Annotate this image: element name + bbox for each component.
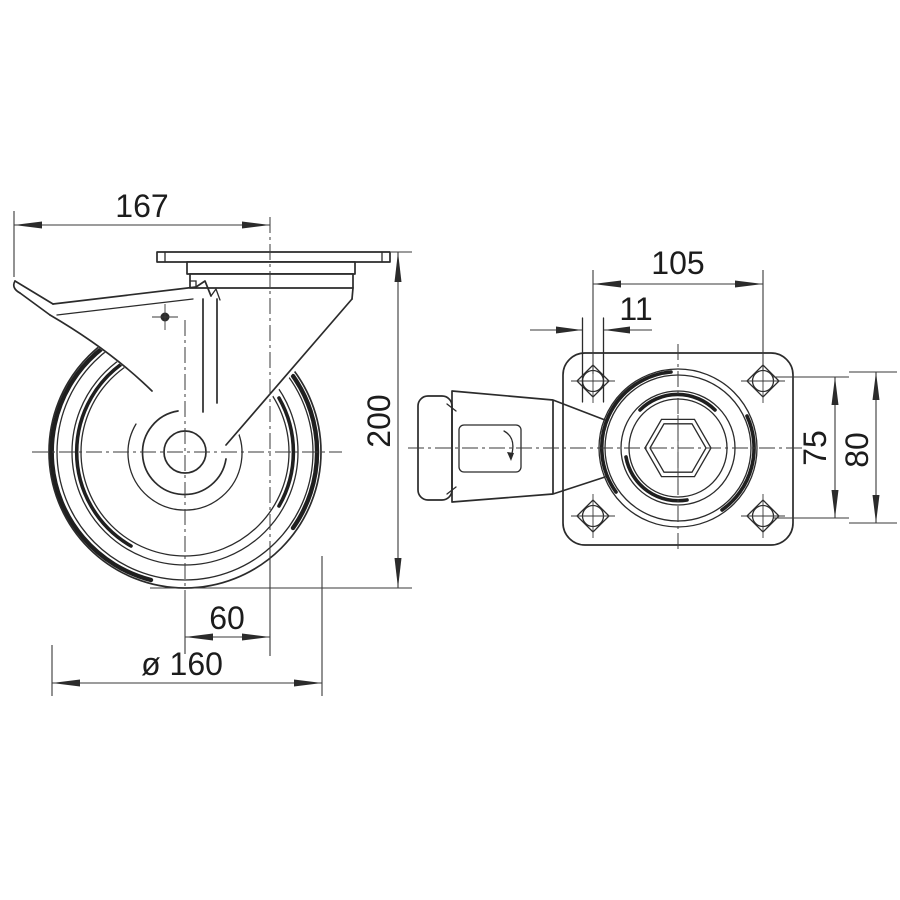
pedal-housing-fill <box>452 391 553 502</box>
arrowhead-right <box>242 633 270 641</box>
dim-167-label: 167 <box>115 188 168 224</box>
plate-end-lips <box>164 251 383 263</box>
lever-latch-tooth <box>210 287 221 301</box>
pedal-housing-edges <box>451 390 606 503</box>
dim-167-lines <box>13 211 270 277</box>
lever-lower-curve <box>49 314 153 392</box>
plan-view-centerlines <box>408 344 802 553</box>
dim-160-lines <box>51 556 323 696</box>
rim-shade-arc-left <box>74 356 133 548</box>
plan-view: 105 11 75 80 <box>408 245 897 553</box>
arrowhead-down <box>831 490 839 518</box>
brake-bracket-fill <box>14 280 203 440</box>
fork-rear-leg-edge <box>225 298 353 446</box>
bolt-hole-top-right <box>741 359 785 403</box>
arrowhead-left <box>185 633 213 641</box>
dim-75-label: 75 <box>797 430 833 466</box>
arrowhead-left <box>52 679 80 687</box>
pedal-arm-upper-edge <box>14 280 54 305</box>
arrowhead-in-left <box>556 326 582 334</box>
dim-200-label: 200 <box>361 394 397 447</box>
release-arrow-tip <box>507 452 514 461</box>
dim-bolt-spacing-depth: 75 <box>773 376 849 519</box>
arrowhead-up <box>394 252 402 282</box>
dim-plate-length: 167 <box>13 188 270 277</box>
brake-pedal-end-view <box>417 390 606 503</box>
dim-slot-width: 11 <box>530 291 653 334</box>
lever-top-edge <box>52 280 212 305</box>
arrowhead-down <box>872 495 880 523</box>
inner-ring-shade-top <box>638 392 717 412</box>
arrowhead-up <box>831 377 839 405</box>
dim-200-lines <box>391 251 412 588</box>
axle-boss-arc <box>141 410 227 496</box>
pedal-arm-lower-edge <box>19 292 51 316</box>
dim-wheel-diameter: ø 160 <box>51 556 323 696</box>
swivel-raceway <box>186 261 356 275</box>
rim-shade-arc-right <box>277 396 296 508</box>
dim-160-label: ø 160 <box>141 646 223 682</box>
crown-step-left <box>189 280 197 289</box>
arrowhead-left <box>593 280 621 288</box>
brake-pivot-crosshair <box>152 304 178 330</box>
dim-80-label: 80 <box>839 432 875 468</box>
pedal-fold-ticks <box>446 403 457 495</box>
inner-ring-shade-bottom <box>624 455 689 503</box>
dim-bolt-spacing-width: 105 <box>592 245 764 374</box>
dim-overall-height: 200 <box>361 251 412 588</box>
ring-shade-upper-left <box>599 370 673 494</box>
arrowhead-right <box>294 679 322 687</box>
side-view: 167 200 60 ø 160 <box>12 188 412 696</box>
bolt-hole-bottom-right <box>741 494 785 538</box>
arrowhead-left <box>14 221 42 229</box>
dim-105-label: 105 <box>651 245 704 281</box>
fork-web-fill <box>200 296 356 448</box>
dim-plate-depth: 80 <box>839 371 897 524</box>
bolt-holes <box>571 317 785 538</box>
ring-shade-right <box>720 414 756 512</box>
lever-fold-line <box>56 298 194 316</box>
dim-11-label: 11 <box>619 291 652 327</box>
crown-step-right <box>351 287 354 300</box>
fork-crown <box>189 273 354 289</box>
slot-tangent-lines <box>581 317 605 403</box>
dim-60-label: 60 <box>209 600 245 636</box>
dim-105-lines <box>592 270 764 374</box>
tread-shade-arc-left <box>49 329 154 583</box>
dim-swivel-offset: 60 <box>184 556 271 656</box>
hole-crosshair <box>741 494 785 538</box>
brake-lever <box>12 280 221 392</box>
mounting-plate-side <box>156 251 391 263</box>
arrowhead-down <box>394 558 402 588</box>
arrowhead-in-right <box>604 326 630 334</box>
bolt-hole-bottom-left <box>571 494 615 538</box>
arrowhead-up <box>872 372 880 400</box>
arrowhead-right <box>735 280 763 288</box>
top-plate-side <box>156 251 391 300</box>
pedal-tip <box>12 280 21 294</box>
hole-crosshair <box>571 494 615 538</box>
arrowhead-right <box>242 221 270 229</box>
